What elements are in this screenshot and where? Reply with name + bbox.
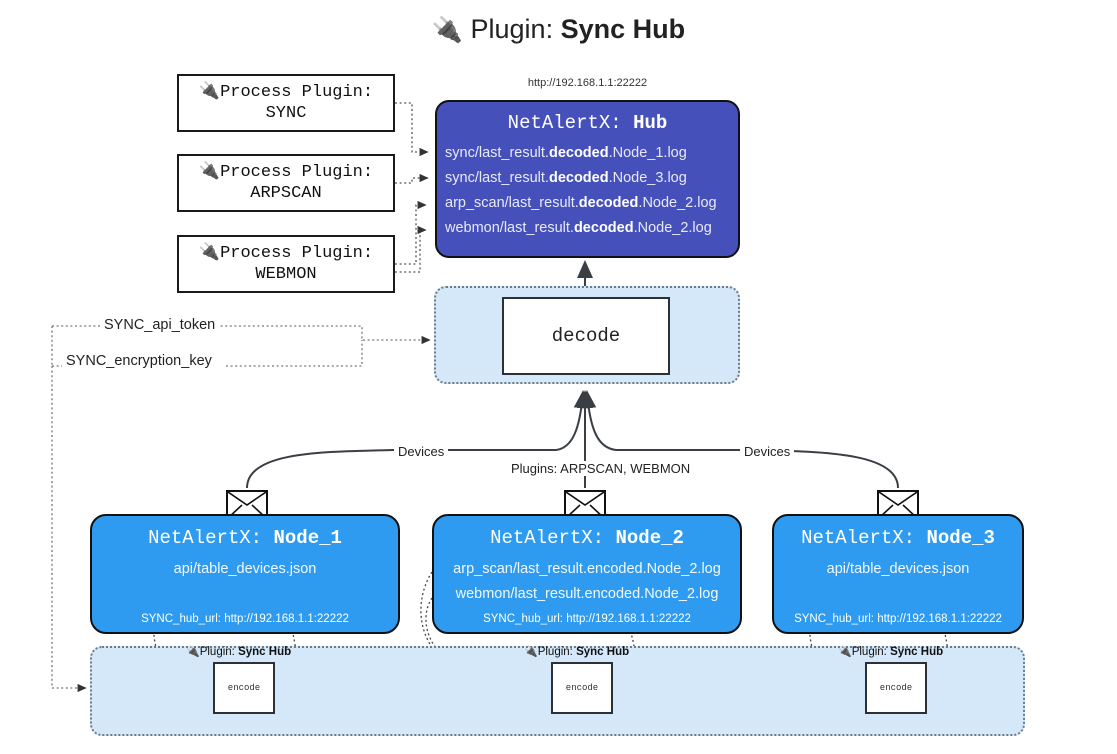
node-footer: SYNC_hub_url: http://192.168.1.1:22222 <box>794 613 1002 625</box>
node-footer: SYNC_hub_url: http://192.168.1.1:22222 <box>141 613 349 625</box>
plug-icon: 🔌 <box>431 16 463 44</box>
decode-box[interactable]: decode <box>502 297 670 375</box>
plug-icon: 🔌 <box>524 646 538 658</box>
edge-label-devices-left: Devices <box>394 444 449 459</box>
plug-icon: 🔌 <box>198 243 221 263</box>
plug-icon: 🔌 <box>838 646 852 658</box>
node-line: api/table_devices.json <box>826 561 970 577</box>
process-plugin-arpscan[interactable]: 🔌Process Plugin: ARPSCAN <box>177 154 395 212</box>
hub-title: NetAlertX: Hub <box>507 112 668 134</box>
process-plugin-label: 🔌Process Plugin: <box>198 243 374 263</box>
node-line-list: api/table_devices.json <box>92 557 398 582</box>
node-node-3[interactable]: NetAlertX: Node_3 api/table_devices.json… <box>772 514 1024 634</box>
process-plugin-label: 🔌Process Plugin: <box>198 162 374 182</box>
hub-log-line: arp_scan/last_result.decoded.Node_2.log <box>445 195 717 211</box>
secret-encryption-key-label: SYNC_encryption_key <box>62 353 216 369</box>
node-line: arp_scan/last_result.encoded.Node_2.log <box>453 561 721 577</box>
process-plugin-webmon[interactable]: 🔌Process Plugin: WEBMON <box>177 235 395 293</box>
page-title: 🔌 Plugin: Sync Hub <box>0 14 1117 45</box>
encode-box-node-1[interactable]: encode <box>213 662 275 714</box>
node-node-1[interactable]: NetAlertX: Node_1 api/table_devices.json… <box>90 514 400 634</box>
node-node-2[interactable]: NetAlertX: Node_2 arp_scan/last_result.e… <box>432 514 742 634</box>
edge-label-plugins: Plugins: ARPSCAN, WEBMON <box>507 461 695 476</box>
page-title-name: Sync Hub <box>560 14 686 44</box>
encode-box-node-3[interactable]: encode <box>865 662 927 714</box>
edge-label-devices-right: Devices <box>740 444 795 459</box>
node-line: webmon/last_result.encoded.Node_2.log <box>455 586 719 602</box>
node-line-list: api/table_devices.json <box>774 557 1022 582</box>
process-plugin-sync[interactable]: 🔌Process Plugin: SYNC <box>177 74 395 132</box>
node-line-list: arp_scan/last_result.encoded.Node_2.log … <box>434 557 740 607</box>
page-title-prefix: Plugin: <box>470 14 554 44</box>
hub-log-line: webmon/last_result.decoded.Node_2.log <box>445 220 712 236</box>
plug-icon: 🔌 <box>198 162 221 182</box>
hub-log-list: sync/last_result.decoded.Node_1.log sync… <box>437 141 738 241</box>
hub-node[interactable]: NetAlertX: Hub sync/last_result.decoded.… <box>435 100 740 258</box>
secret-api-token-label: SYNC_api_token <box>100 317 220 333</box>
process-plugin-value: WEBMON <box>255 265 317 284</box>
node-title: NetAlertX: Node_1 <box>148 527 342 549</box>
process-plugin-value: ARPSCAN <box>250 184 322 203</box>
process-plugin-label: 🔌Process Plugin: <box>198 82 374 102</box>
plug-icon: 🔌 <box>186 646 200 658</box>
plugin-caption-node-2: 🔌Plugin: Sync Hub <box>524 646 630 658</box>
plugin-caption-node-3: 🔌Plugin: Sync Hub <box>838 646 944 658</box>
node-title: NetAlertX: Node_3 <box>801 527 995 549</box>
node-title: NetAlertX: Node_2 <box>490 527 684 549</box>
encode-box-node-2[interactable]: encode <box>551 662 613 714</box>
node-footer: SYNC_hub_url: http://192.168.1.1:22222 <box>483 613 691 625</box>
process-plugin-value: SYNC <box>265 104 307 123</box>
node-line: api/table_devices.json <box>173 561 317 577</box>
hub-url-label: http://192.168.1.1:22222 <box>527 77 648 89</box>
plugin-caption-node-1: 🔌Plugin: Sync Hub <box>186 646 292 658</box>
plug-icon: 🔌 <box>198 82 221 102</box>
hub-log-line: sync/last_result.decoded.Node_1.log <box>445 145 687 161</box>
hub-log-line: sync/last_result.decoded.Node_3.log <box>445 170 687 186</box>
